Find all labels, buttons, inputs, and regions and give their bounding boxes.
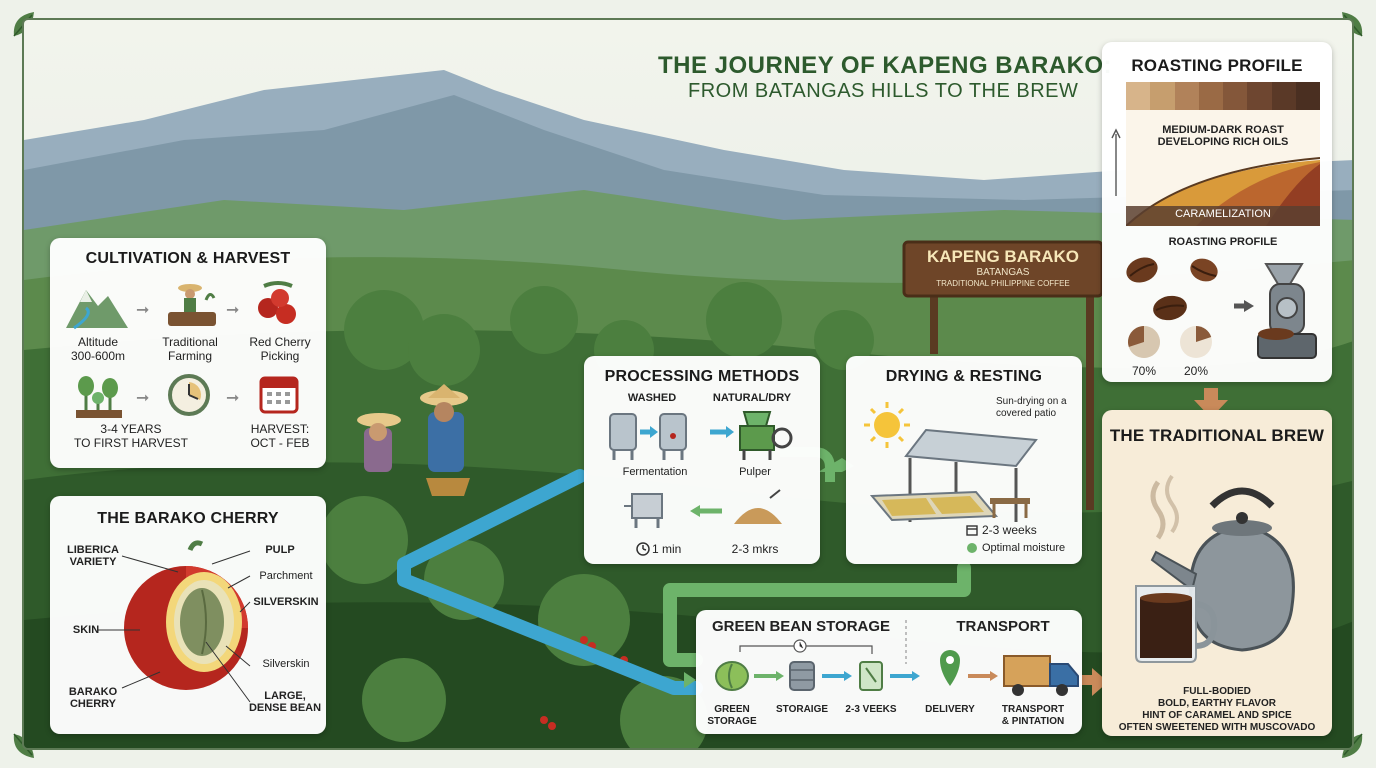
transport-title: TRANSPORT bbox=[956, 618, 1050, 635]
page-subtitle: FROM BATANGAS HILLS TO THE BREW bbox=[688, 80, 1079, 102]
label-skin: SKIN bbox=[72, 624, 100, 636]
roast-pct-20: 20% bbox=[1183, 364, 1209, 378]
cultivation-panel: CULTIVATION & HARVEST ➞ ➞ Altitude 300-6… bbox=[50, 238, 326, 468]
arrow-up-icon bbox=[1111, 128, 1121, 196]
clock-icon bbox=[636, 542, 650, 556]
roast-swatch bbox=[1174, 82, 1199, 110]
processing-panel: PROCESSING METHODS WASHED NATURAL/DRY Fe… bbox=[584, 356, 820, 564]
arrow-icon: ➞ bbox=[226, 302, 240, 319]
label-time-2: 2-3 mkrs bbox=[731, 542, 779, 556]
label-liberica: LIBERICA VARIETY bbox=[67, 544, 119, 568]
label-silverskin: Silverskin bbox=[262, 658, 310, 670]
roast-swatch bbox=[1223, 82, 1248, 110]
storage-step: TRANSPORT & PINTATION bbox=[1001, 704, 1065, 727]
storage-step: GREEN STORAGE bbox=[707, 704, 757, 727]
sign-title: KAPENG BARAKO bbox=[926, 247, 1080, 266]
coffee-beans-icon bbox=[1126, 257, 1218, 321]
page-title: THE JOURNEY OF KAPENG BARAKO: bbox=[658, 52, 1113, 79]
brew-line: FULL-BODIED bbox=[1183, 686, 1251, 697]
storage-title: GREEN BEAN STORAGE bbox=[711, 618, 891, 635]
storage-panel: GREEN BEAN STORAGE TRANSPORT GREEN STORA… bbox=[696, 610, 1082, 734]
label-time-1: 1 min bbox=[652, 542, 682, 556]
cultivation-item: Traditional Farming bbox=[162, 335, 218, 363]
pie-70-icon bbox=[1127, 326, 1160, 358]
roasting-subtitle: ROASTING PROFILE bbox=[1168, 236, 1278, 248]
cherry-title: THE BARAKO CHERRY bbox=[97, 510, 279, 527]
roast-pct-70: 70% bbox=[1131, 364, 1157, 378]
roast-curve-chart bbox=[1126, 110, 1320, 226]
farmer-icon bbox=[168, 284, 216, 326]
cultivation-item: 3-4 YEARS TO FIRST HARVEST bbox=[73, 422, 189, 450]
storage-step: 2-3 VEEKS bbox=[845, 704, 897, 715]
brew-line: HINT OF CARAMEL AND SPICE bbox=[1142, 710, 1292, 721]
roast-level-text: MEDIUM-DARK ROAST DEVELOPING RICH OILS bbox=[1157, 124, 1289, 148]
cultivation-title: CULTIVATION & HARVEST bbox=[85, 250, 291, 267]
roaster-machine-icon bbox=[1257, 263, 1317, 359]
sun-icon bbox=[864, 402, 910, 448]
drying-patio-icon bbox=[869, 428, 1038, 522]
brew-panel: THE TRADITIONAL BREW FULL-BODIED BOLD, E… bbox=[1102, 410, 1332, 736]
arrow-icon: ➞ bbox=[136, 390, 150, 407]
label-barako-cherry: BARAKO CHERRY bbox=[68, 686, 118, 710]
illustration-frame: THE JOURNEY OF KAPENG BARAKO: FROM BATAN… bbox=[22, 18, 1354, 750]
processing-title: PROCESSING METHODS bbox=[604, 368, 800, 385]
drying-panel: DRYING & RESTING Sun-drying on a covered… bbox=[846, 356, 1082, 564]
cherry-cross-section-icon bbox=[124, 540, 248, 690]
cultivation-item: Altitude 300-600m bbox=[70, 335, 126, 363]
caramelization-label: CARAMELIZATION bbox=[1175, 208, 1271, 220]
cultivation-item: HARVEST: OCT - FEB bbox=[250, 422, 310, 450]
farmers-illustration bbox=[357, 384, 470, 496]
roast-swatch bbox=[1150, 82, 1175, 110]
clock-icon bbox=[168, 374, 210, 416]
cherry-panel: THE BARAKO CHERRY LIBERICA VARIETY PULP … bbox=[50, 496, 326, 734]
label-bean: LARGE, DENSE BEAN bbox=[248, 690, 322, 714]
label-natural: NATURAL/DRY bbox=[712, 392, 792, 404]
roasting-panel: ROASTING PROFILE MEDIUM-DARK ROAST DEVEL… bbox=[1102, 42, 1332, 382]
pulper-machine-icon bbox=[710, 411, 793, 460]
brew-line: BOLD, EARTHY FLAVOR bbox=[1158, 698, 1276, 709]
arrow-icon: ➞ bbox=[136, 302, 150, 319]
roast-color-swatches bbox=[1126, 82, 1320, 110]
storage-step: STORAIGE bbox=[775, 704, 829, 715]
roast-swatch bbox=[1198, 82, 1223, 110]
sign-tagline: TRADITIONAL PHILIPPINE COFFEE bbox=[936, 279, 1070, 288]
storage-step: DELIVERY bbox=[925, 704, 975, 715]
calendar-icon bbox=[966, 525, 978, 536]
label-silverskin-caps: SILVERSKIN bbox=[253, 596, 319, 608]
brew-line: OFTEN SWEETENED WITH MUSCOVADO bbox=[1118, 722, 1316, 733]
roast-swatch bbox=[1295, 82, 1320, 110]
arrow-left-icon bbox=[690, 505, 722, 517]
cultivation-item: Red Cherry Picking bbox=[249, 335, 311, 363]
fermentation-tank-icon bbox=[609, 413, 687, 460]
brew-title: THE TRADITIONAL BREW bbox=[1109, 426, 1325, 445]
label-washed: WASHED bbox=[627, 392, 677, 404]
seedling-icon bbox=[76, 376, 122, 418]
roasting-title: ROASTING PROFILE bbox=[1131, 56, 1303, 75]
label-pulper: Pulper bbox=[739, 466, 771, 478]
roast-swatch bbox=[1271, 82, 1296, 110]
pie-20-icon bbox=[1180, 326, 1212, 358]
label-drying-note: Sun-drying on a covered patio bbox=[996, 396, 1067, 419]
label-drying-weeks: 2-3 weeks bbox=[982, 523, 1037, 537]
roast-swatch bbox=[1247, 82, 1272, 110]
roast-swatch bbox=[1126, 82, 1151, 110]
label-pulp: PULP bbox=[265, 544, 295, 556]
red-cherry-icon bbox=[258, 281, 296, 324]
kettle-and-mug-icon bbox=[1135, 474, 1295, 663]
mountain-icon bbox=[66, 290, 128, 330]
arrow-right-icon bbox=[1234, 300, 1254, 312]
drying-title: DRYING & RESTING bbox=[885, 368, 1043, 385]
drying-machine-icon bbox=[624, 493, 663, 528]
sign-region: BATANGAS bbox=[976, 267, 1030, 278]
bean-pile-icon bbox=[734, 489, 782, 524]
label-fermentation: Fermentation bbox=[622, 466, 688, 478]
calendar-icon bbox=[259, 376, 299, 414]
label-drying-moisture: Optimal moisture bbox=[982, 542, 1066, 554]
label-parchment: Parchment bbox=[259, 570, 313, 582]
moisture-icon bbox=[967, 543, 977, 553]
arrow-icon: ➞ bbox=[226, 390, 240, 407]
